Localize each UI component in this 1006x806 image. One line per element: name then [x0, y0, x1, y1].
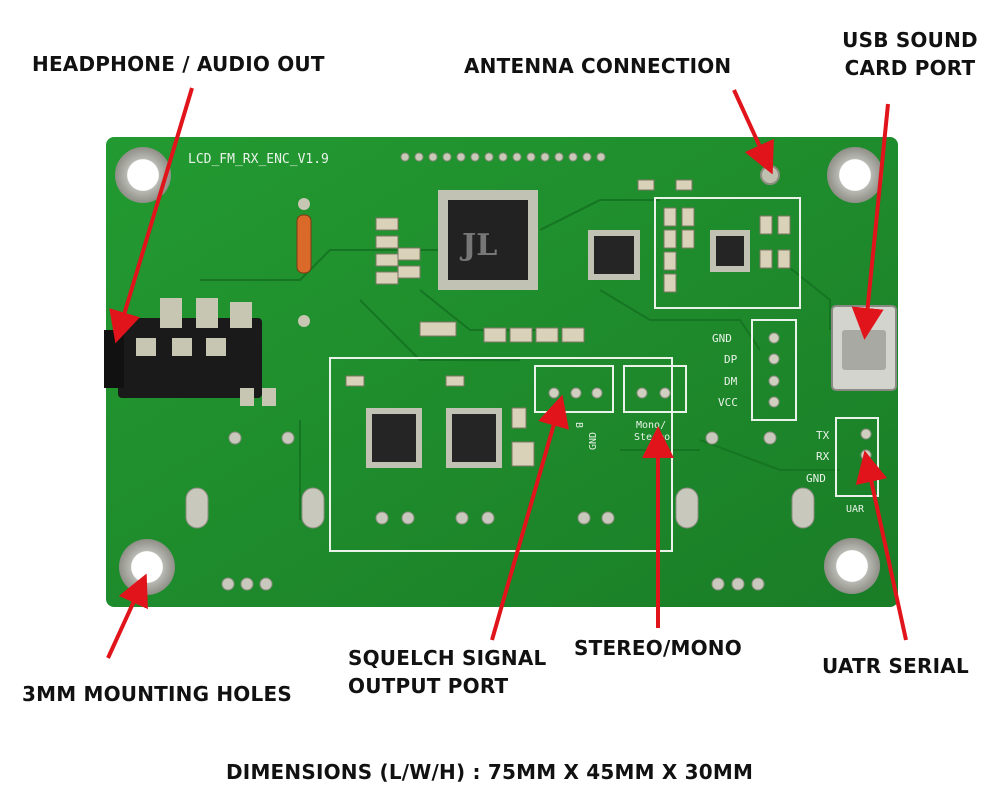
uart-tag: UAR	[846, 504, 865, 515]
label-squelch-signal: SQUELCH SIGNAL OUTPUT PORT	[348, 644, 546, 700]
amp-ic-chip-right	[446, 408, 502, 468]
label-usb-line1: USB SOUND	[842, 28, 978, 52]
label-uart-serial: UATR SERIAL	[822, 654, 969, 678]
label-squelch-line1: SQUELCH SIGNAL	[348, 646, 547, 670]
arrow-squelch	[490, 394, 569, 641]
arrow-antenna	[732, 89, 774, 175]
usb-header-pins	[768, 332, 780, 408]
mounting-hole-top-right	[827, 147, 883, 203]
label-usb-sound-card-port: USB SOUND CARD PORT	[830, 26, 990, 82]
arrow-uart	[855, 450, 908, 641]
arrow-usb	[851, 103, 890, 340]
audio-ic-chip	[588, 230, 640, 280]
arrow-headphone	[109, 87, 194, 344]
mounting-hole-bottom-right	[824, 538, 880, 594]
mono-tag-1: Mono/	[636, 420, 666, 431]
usb-pin-labels: GND DP DM VCC	[712, 332, 738, 409]
mono-stereo-header-pins	[636, 387, 671, 399]
wire-jumper	[296, 198, 312, 327]
squelch-header-pins	[548, 387, 603, 399]
mounting-hole-bottom-left	[119, 539, 175, 595]
silk-outlines	[329, 197, 879, 552]
through-hole-pads	[185, 431, 815, 591]
label-squelch-line2: OUTPUT PORT	[348, 674, 509, 698]
antenna-pad	[760, 165, 780, 185]
uart-pin-rx: RX	[816, 450, 830, 463]
usb-pin-vcc: VCC	[718, 396, 738, 409]
usb-pin-gnd: GND	[712, 332, 732, 345]
lcd-header-pins	[400, 152, 606, 162]
mounting-hole-top-left	[115, 147, 171, 203]
mono-tag-2: Stereo	[634, 432, 670, 443]
label-headphone-audio-out: HEADPHONE / AUDIO OUT	[32, 52, 325, 76]
uart-pin-gnd: GND	[806, 472, 826, 485]
label-dimensions: DIMENSIONS (L/W/H) : 75MM X 45MM X 30MM	[226, 760, 754, 784]
usb-pin-dp: DP	[724, 353, 738, 366]
usb-pin-dm: DM	[724, 375, 738, 388]
usb-ic-chip	[710, 230, 750, 272]
squelch-tag-gnd: GND	[588, 432, 599, 450]
pcb-traces	[200, 199, 840, 520]
silk-title: LCD_FM_RX_ENC_V1.9	[188, 152, 329, 167]
smd-components	[345, 179, 791, 467]
uart-pin-labels: TX RX GND UAR	[806, 429, 865, 515]
uart-pin-tx: TX	[816, 429, 830, 442]
main-ic-chip: JL	[438, 190, 538, 290]
svg-text:JL: JL	[459, 228, 497, 263]
label-usb-line2: CARD PORT	[844, 56, 976, 80]
squelch-tag-b: B	[573, 422, 584, 428]
amp-ic-chip-left	[366, 408, 422, 468]
label-antenna-connection: ANTENNA CONNECTION	[464, 54, 732, 78]
label-stereo-mono: STEREO/MONO	[574, 636, 742, 660]
arrow-mounting	[106, 573, 148, 659]
micro-usb-port	[831, 305, 897, 391]
label-mounting-holes: 3MM MOUNTING HOLES	[22, 682, 292, 706]
headphone-jack	[104, 298, 276, 406]
callout-arrows	[106, 87, 908, 659]
